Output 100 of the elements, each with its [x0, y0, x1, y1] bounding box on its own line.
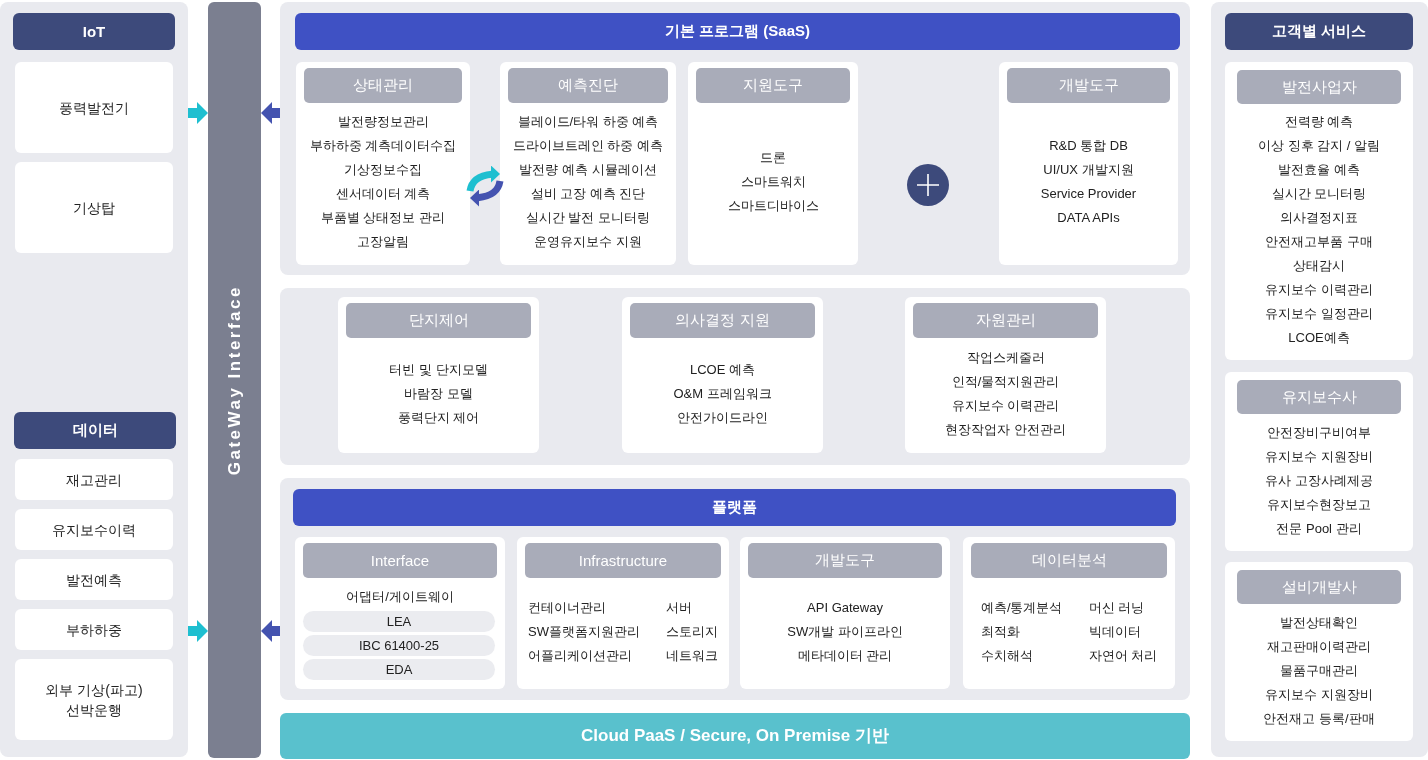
card	[296, 62, 470, 265]
item-text: 컨테이너관리	[528, 599, 606, 616]
item-text: 블레이드/타워 하중 예측	[517, 114, 659, 130]
card-heading: 상태관리	[304, 68, 462, 103]
card-heading: 단지제어	[346, 303, 531, 338]
item-text: 풍력단지 제어	[397, 409, 480, 426]
item-text: 부하하중 계측데이터수집	[309, 138, 457, 154]
item-text: 재고판매이력관리	[1267, 638, 1371, 655]
card-heading: 예측진단	[508, 68, 668, 103]
item-text: 어플리케이션관리	[528, 647, 632, 664]
item-text: 유지보수 이력관리	[1265, 282, 1373, 298]
card	[905, 297, 1106, 453]
item-text: 유지보수 지원장비	[1265, 686, 1373, 703]
item-text: 머신 러닝	[1088, 599, 1145, 616]
card	[1225, 562, 1413, 741]
card-heading: Infrastructure	[525, 543, 721, 578]
item-text: 발전상태확인	[1280, 614, 1358, 631]
item-text: 운영유지보수 지원	[534, 234, 642, 250]
item-text: 바람장 모델	[404, 385, 473, 402]
card	[1225, 62, 1413, 360]
item-text: 센서데이터 계측	[335, 186, 431, 202]
item-text: 최적화	[980, 623, 1020, 640]
panel-heading: 플랫폼	[293, 489, 1176, 526]
item-text: 예측/통계분석	[980, 599, 1063, 616]
platform-bar	[280, 713, 1190, 759]
tag-text: IBC 61400-25	[358, 637, 440, 654]
item-text: 설비 고장 예측 진단	[530, 186, 646, 202]
card	[622, 297, 823, 453]
item-text: 터빈 및 단지모델	[389, 361, 488, 378]
card	[740, 537, 950, 689]
card-heading: 설비개발사	[1237, 570, 1401, 604]
item-text: 실시간 모니터링	[1271, 186, 1367, 202]
panel	[280, 478, 1190, 700]
item-text: 유사 고장사례제공	[1265, 472, 1373, 489]
item-text: 빅데이터	[1088, 623, 1141, 640]
panel	[0, 2, 188, 757]
card	[999, 62, 1178, 265]
item-text: 기상정보수집	[344, 162, 422, 178]
item-text: 유지보수 이력관리	[951, 397, 1060, 414]
arrow	[188, 620, 208, 642]
card	[517, 537, 729, 689]
tag-text: LEA	[386, 613, 412, 630]
item-text: O&M 프레임워크	[673, 385, 772, 402]
card-heading: 개발도구	[1007, 68, 1170, 103]
item-text: 풍력발전기	[59, 98, 129, 118]
item-text: 안전재고부품 구매	[1265, 234, 1373, 250]
card-heading: 지원도구	[696, 68, 850, 103]
item-text: LCOE예측	[1288, 330, 1350, 346]
item-text: R&D 통합 DB	[1049, 138, 1128, 154]
item-text: 스마트디바이스	[727, 198, 819, 214]
item-text: 전문 Pool 관리	[1276, 520, 1362, 537]
item-text: 발전량정보관리	[337, 114, 429, 130]
arrow	[261, 620, 280, 642]
card-heading: 유지보수사	[1237, 380, 1401, 414]
item-text: DATA APIs	[1057, 210, 1120, 226]
card-heading: 발전사업자	[1237, 70, 1401, 104]
card	[688, 62, 858, 265]
item-text: 유지보수 일정관리	[1265, 306, 1373, 322]
item-text: Service Provider	[1040, 186, 1137, 202]
item-text: 부품별 상태정보 관리	[320, 210, 446, 226]
panel	[280, 2, 1190, 275]
arrow	[261, 102, 280, 124]
panel-heading: IoT	[13, 13, 175, 50]
item-text: LCOE 예측	[690, 361, 755, 378]
item-text: 고장알림	[357, 234, 409, 250]
card-heading: 개발도구	[748, 543, 942, 578]
item-text: 드론	[760, 150, 786, 166]
panel	[280, 288, 1190, 465]
item-text: 발전량 예측 시뮬레이션	[519, 162, 657, 178]
item-text: 네트워크	[665, 647, 718, 664]
item-text: 재고관리	[66, 470, 122, 490]
card	[338, 297, 539, 453]
item-text: 서버	[665, 599, 692, 616]
card	[963, 537, 1175, 689]
item-text: 발전예측	[66, 570, 122, 590]
panel-heading: 고객별 서비스	[1225, 13, 1413, 50]
arrow	[188, 102, 208, 124]
gateway-bar	[208, 2, 261, 758]
item-text: 자연어 처리	[1088, 647, 1158, 664]
item-text: 의사결정지표	[1280, 210, 1358, 226]
item-text: 이상 징후 감지 / 알림	[1257, 138, 1381, 154]
tag-text: EDA	[385, 661, 413, 678]
arrow	[466, 165, 501, 192]
card	[1225, 372, 1413, 551]
item-text: SW개발 파이프라인	[787, 623, 903, 640]
card	[295, 537, 505, 689]
item-text: 어댑터/게이트웨이	[346, 589, 454, 605]
item-text: 외부 기상(파고) 선박운행	[44, 680, 144, 720]
item-text: 안전가이드라인	[677, 409, 768, 426]
panel	[1211, 2, 1428, 757]
bar-label: Cloud PaaS / Secure, On Premise 기반	[581, 726, 889, 746]
item-text: 수치해석	[980, 647, 1033, 664]
vertical-label: GateWay Interface	[224, 284, 245, 476]
item-text: 메타데이터 관리	[797, 647, 893, 664]
card-heading: 자원관리	[913, 303, 1098, 338]
panel-heading: 데이터	[14, 412, 176, 449]
item-text: 물품구매관리	[1280, 662, 1358, 679]
item-text: 기상탑	[73, 198, 115, 218]
item-text: 스토리지	[665, 623, 718, 640]
card-heading: 데이터분석	[971, 543, 1167, 578]
